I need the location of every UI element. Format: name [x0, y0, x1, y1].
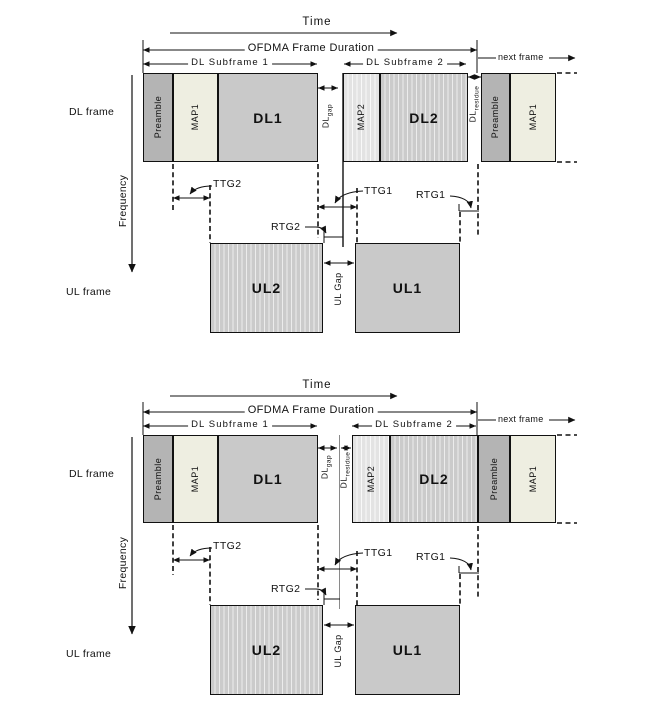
- d1-ul2-label: UL2: [251, 280, 282, 296]
- d2-next-map1-block: [510, 435, 556, 523]
- d1-dl2-label: DL2: [409, 109, 439, 126]
- d1-next-map1-block: [510, 73, 556, 162]
- d2-dl1-label: DL1: [253, 471, 283, 487]
- d1-dl1-block: DL1: [218, 73, 318, 162]
- d2-dl1-block: DL1: [218, 435, 318, 523]
- d2-dl2-block: DL2: [390, 435, 478, 523]
- d2-ul2-block: UL2: [210, 605, 323, 695]
- d2-ul1-block: UL1: [355, 605, 460, 695]
- d1-preamble-block: [143, 73, 173, 162]
- d2-ul2-label: UL2: [251, 642, 282, 658]
- d1-ul1-label: UL1: [392, 280, 423, 296]
- d1-ul1-block: UL1: [355, 243, 460, 333]
- d2-ul1-label: UL1: [392, 642, 423, 658]
- d2-map2-block: [352, 435, 390, 523]
- d1-map1-block: [173, 73, 218, 162]
- d1-dl2-block: DL2: [380, 73, 468, 162]
- d2-next-preamble-block: [478, 435, 510, 523]
- d2-dl2-label: DL2: [419, 471, 449, 487]
- d2-map1-block: [173, 435, 218, 523]
- d1-next-preamble-block: [481, 73, 510, 162]
- d1-dl1-label: DL1: [253, 109, 283, 126]
- d2-preamble-block: [143, 435, 173, 523]
- d1-map2-block: [343, 73, 380, 162]
- d1-ul2-block: UL2: [210, 243, 323, 333]
